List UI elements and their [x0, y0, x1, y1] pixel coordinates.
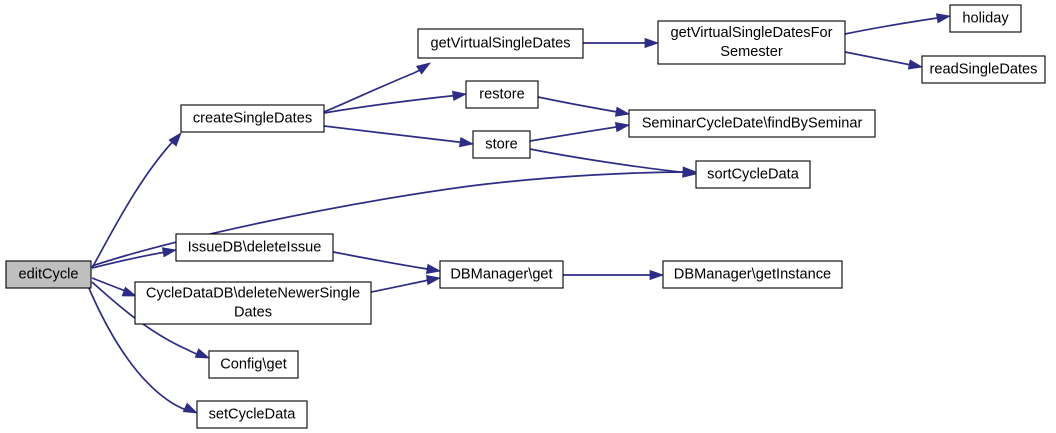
node-store[interactable]: store [472, 130, 531, 159]
edge-restore-to-SeminarCycleDate_findBySeminar [537, 96, 624, 114]
arrowhead-icon [452, 90, 468, 101]
node-label-readSingleDates: readSingleDates [930, 61, 1038, 77]
node-label-sortCycleData: sortCycleData [707, 166, 800, 182]
edge-store-to-SeminarCycleDate_findBySeminar [529, 125, 624, 142]
node-createSingleDates[interactable]: createSingleDates [180, 104, 325, 133]
arrowhead-icon [649, 269, 665, 281]
node-box-DBManager_get[interactable] [439, 260, 564, 289]
arrowhead-icon [935, 13, 952, 24]
arrowhead-icon [459, 137, 475, 148]
arrowhead-icon [425, 263, 442, 275]
node-label-SeminarCycleDate_findBySeminar: SeminarCycleDate\findBySeminar [642, 115, 863, 131]
node-box-getVirtualSingleDatesForSemester[interactable] [657, 20, 846, 65]
node-label-IssueDB_deleteIssue: IssueDB\deleteIssue [188, 239, 322, 255]
node-box-createSingleDates[interactable] [180, 104, 325, 133]
node-restore[interactable]: restore [465, 80, 539, 109]
node-box-store[interactable] [472, 130, 531, 159]
arrowhead-icon [168, 132, 182, 147]
edge-editCycle-to-createSingleDates [91, 135, 179, 269]
edges-layer [87, 16, 945, 412]
edge-getVirtualSingleDatesForSemester-to-holiday [844, 16, 945, 35]
edge-createSingleDates-to-restore [323, 94, 461, 114]
arrowhead-icon [614, 106, 631, 117]
node-SeminarCycleDate_findBySeminar[interactable]: SeminarCycleDate\findBySeminar [628, 109, 876, 138]
edge-createSingleDates-to-store [323, 125, 468, 144]
edge-CycleDataDB_deleteNewerSingleDates-to-DBManager_get [370, 278, 435, 293]
nodes-layer: editCycle createSingleDates getVirtualSing… [5, 4, 1046, 429]
node-label-CycleDataDB_deleteNewerSingleDates: CycleDataDB\deleteNewerSingle [146, 285, 360, 301]
node-label-store: store [485, 136, 517, 152]
node-holiday[interactable]: holiday [949, 4, 1022, 33]
node-box-SeminarCycleDate_findBySeminar[interactable] [628, 109, 876, 138]
node-box-sortCycleData[interactable] [695, 160, 811, 189]
node-box-editCycle[interactable] [5, 260, 92, 289]
node-label-DBManager_get: DBManager\get [450, 266, 552, 282]
node-box-CycleDataDB_deleteNewerSingleDates[interactable] [134, 281, 372, 325]
arrowhead-icon [425, 274, 442, 286]
node-label-DBManager_getInstance: DBManager\getInstance [674, 266, 831, 282]
node-box-restore[interactable] [465, 80, 539, 109]
node-label-holiday: holiday [962, 10, 1009, 26]
edge-editCycle-to-setCycleData [87, 285, 190, 412]
arrowhead-icon [161, 247, 178, 258]
arrowhead-icon [614, 121, 631, 133]
node-label-getVirtualSingleDatesForSemester: getVirtualSingleDatesFor [671, 25, 833, 41]
node-label-getVirtualSingleDatesForSemester: Semester [720, 44, 783, 60]
node-box-holiday[interactable] [949, 4, 1022, 33]
node-Config_get[interactable]: Config\get [208, 350, 299, 379]
node-getVirtualSingleDates[interactable]: getVirtualSingleDates [417, 28, 584, 59]
node-label-restore: restore [479, 86, 524, 102]
arrowhead-icon [907, 59, 924, 70]
arrowheads-layer [121, 13, 952, 414]
node-label-CycleDataDB_deleteNewerSingleDates: Dates [234, 304, 272, 320]
edge-editCycle-to-sortCycleData [91, 171, 693, 267]
node-IssueDB_deleteIssue[interactable]: IssueDB\deleteIssue [175, 233, 334, 262]
node-DBManager_get[interactable]: DBManager\get [439, 260, 564, 289]
edge-getVirtualSingleDatesForSemester-to-readSingleDates [844, 51, 917, 67]
node-setCycleData[interactable]: setCycleData [196, 400, 308, 429]
node-sortCycleData[interactable]: sortCycleData [695, 160, 811, 189]
node-box-DBManager_getInstance[interactable] [662, 260, 843, 289]
arrowhead-icon [121, 286, 138, 297]
node-box-IssueDB_deleteIssue[interactable] [175, 233, 334, 262]
node-readSingleDates[interactable]: readSingleDates [921, 55, 1046, 84]
node-label-getVirtualSingleDates: getVirtualSingleDates [430, 35, 570, 51]
arrowhead-icon [415, 62, 432, 75]
node-box-readSingleDates[interactable] [921, 55, 1046, 84]
node-label-createSingleDates: createSingleDates [193, 110, 312, 126]
arrowhead-icon [194, 348, 211, 359]
arrowhead-icon [682, 167, 698, 178]
arrowhead-icon [182, 402, 199, 414]
node-DBManager_getInstance[interactable]: DBManager\getInstance [662, 260, 843, 289]
node-editCycle[interactable]: editCycle [5, 260, 92, 289]
node-label-Config_get: Config\get [220, 356, 287, 372]
edge-editCycle-to-IssueDB_deleteIssue [91, 250, 173, 269]
arrowhead-icon [644, 37, 660, 49]
node-box-Config_get[interactable] [208, 350, 299, 379]
node-box-setCycleData[interactable] [196, 400, 308, 429]
node-box-getVirtualSingleDates[interactable] [417, 28, 584, 59]
node-label-setCycleData: setCycleData [209, 406, 297, 422]
edge-store-to-sortCycleData [529, 148, 691, 174]
edge-IssueDB_deleteIssue-to-DBManager_get [332, 251, 435, 271]
node-label-editCycle: editCycle [18, 266, 78, 282]
